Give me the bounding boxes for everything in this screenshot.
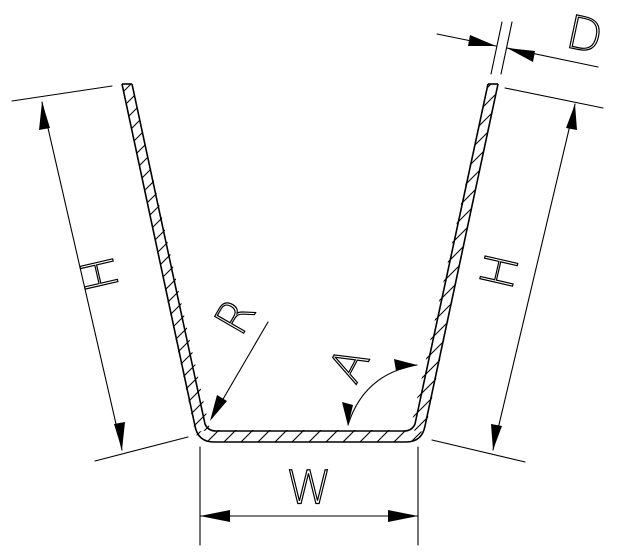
label-width: W [286,461,331,515]
hatch-line [122,84,210,432]
profile-outer-edge [121,83,499,443]
hatch-line [122,84,210,432]
hatch-line [285,430,310,442]
hatch-line [217,430,242,442]
hatch-line [122,84,196,432]
arrowhead-angle-bottom [342,402,353,426]
hatch-line [251,430,276,442]
hatch-line [122,84,210,432]
arrowhead-width-left [200,510,230,522]
arrowhead-left-top [39,102,50,130]
radius-callout: R [203,288,269,421]
hatch-line [164,84,210,432]
hatch-line [410,84,436,432]
hatch-line [510,80,641,440]
hatch-line [421,430,425,442]
hatch-line [410,84,498,432]
hatch-line [122,84,210,432]
hatch-line [404,430,425,442]
label-angle: A [318,338,380,391]
hatch-line [0,80,60,440]
hatch-line [122,84,210,432]
label-radius: R [204,289,267,344]
angle-callout: A [317,337,418,426]
hatch-line [167,425,190,448]
dimension-height-left: H [11,85,189,462]
hatch-line [319,430,344,442]
hatch-line [149,84,210,432]
hatch-line [0,80,75,440]
dimension-thickness: D [436,4,608,75]
hatch-line [0,80,90,440]
hatch-line [410,84,498,432]
hatch-line [410,84,451,432]
extension-line-bottom-right [431,439,526,463]
hatch-line [410,84,498,432]
label-height-right: H [469,248,529,294]
hatch-line [302,430,327,442]
hatch-line [122,84,210,432]
hatch-line [122,84,210,432]
hatching-right-wall [410,80,641,440]
hatch-line [268,430,293,442]
hatch-line [225,80,585,440]
extension-line-top-left [11,85,113,102]
profile-inner-edge [131,83,489,432]
hatch-line [122,84,151,432]
hatch-line [419,84,498,432]
hatch-line [134,84,210,432]
dimension-width: W [199,446,419,546]
hatch-line [234,430,259,442]
hatch-line [410,84,498,432]
extension-line-thickness-outer [490,21,503,75]
hatch-line [336,430,361,442]
hatch-line [122,84,210,432]
dimension-line-left [41,101,123,451]
hatch-line [410,84,481,432]
hatch-line [410,84,498,432]
arrowhead-thickness-right [507,48,535,62]
arrowhead-right-top [566,104,577,130]
hatching-bottom [150,425,425,448]
extension-line-bottom-left [94,436,189,462]
hatch-line [410,84,498,432]
label-height-left: H [69,251,129,297]
hatch-line [410,84,498,432]
arrowhead-right-bottom [491,424,502,450]
hatch-line [370,430,395,442]
hatch-line [200,430,225,442]
hatch-line [410,84,498,432]
hatch-line [122,84,210,432]
arrowhead-width-right [388,510,418,522]
arrowhead-thickness-left [468,35,496,46]
label-thickness: D [562,4,608,64]
arrowhead-radius [210,395,227,421]
hatch-line [410,84,498,432]
hatch-line [387,430,412,442]
hatch-line [353,430,378,442]
arrowhead-left-bottom [114,422,125,450]
extension-line-top-right [504,87,604,109]
arrowhead-angle-top [394,359,417,371]
hatch-line [150,425,173,448]
dimension-line-right [492,103,576,451]
hatch-line [122,84,210,432]
hatch-line [410,84,498,432]
